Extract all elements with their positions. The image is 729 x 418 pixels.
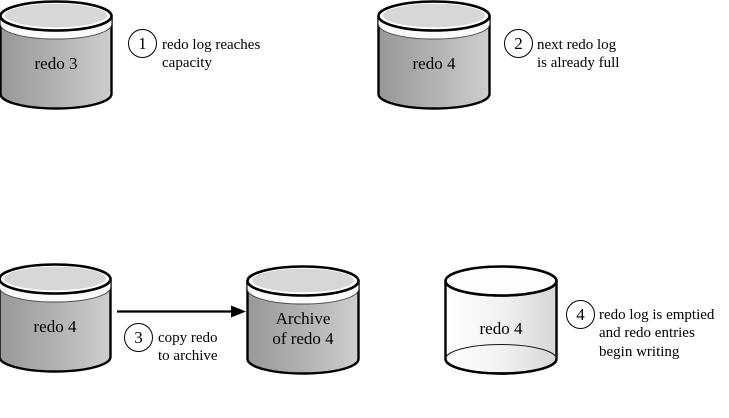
cylinder-label-line: of redo 4 bbox=[272, 329, 334, 348]
step-1-note: redo log reaches capacity bbox=[162, 36, 260, 73]
cylinder-label: Archive of redo 4 bbox=[246, 301, 360, 357]
note-line: capacity bbox=[162, 55, 212, 72]
database-cylinder-full-icon bbox=[246, 265, 360, 375]
cylinder-redo-4-empty: redo 4 bbox=[444, 265, 558, 375]
step-1-badge: 1 bbox=[128, 29, 157, 58]
note-line: begin writing bbox=[599, 343, 680, 360]
cylinder-redo-4-source: redo 4 bbox=[0, 263, 112, 373]
note-line: is already full bbox=[537, 55, 620, 72]
cylinder-redo-3: redo 3 bbox=[0, 0, 113, 110]
step-4-badge: 4 bbox=[566, 300, 595, 329]
step-4-note: redo log is emptied and redo entries beg… bbox=[599, 306, 714, 361]
note-line: next redo log bbox=[537, 37, 617, 53]
step-2-note: next redo log is already full bbox=[537, 36, 619, 73]
note-line: and redo entries bbox=[599, 325, 695, 342]
note-line: redo log is emptied bbox=[599, 307, 715, 323]
cylinder-label: redo 4 bbox=[479, 319, 523, 338]
cylinder-label: redo 4 bbox=[33, 317, 77, 336]
database-cylinder-full-icon bbox=[0, 0, 113, 110]
cylinder-archive-of-redo-4: Archive of redo 4 bbox=[246, 265, 360, 375]
cylinder-label-line: Archive bbox=[275, 309, 331, 328]
step-3-note: copy redo to archive bbox=[158, 329, 218, 366]
database-cylinder-full-icon bbox=[377, 0, 491, 110]
database-cylinder-full-icon bbox=[0, 263, 112, 373]
cylinder-label: redo 4 bbox=[412, 54, 456, 73]
note-line: to archive bbox=[158, 348, 218, 365]
step-2-badge: 2 bbox=[504, 29, 533, 58]
note-line: redo log reaches bbox=[162, 37, 261, 53]
note-line: copy redo bbox=[158, 330, 218, 346]
step-3-badge: 3 bbox=[124, 323, 153, 352]
cylinder-redo-4-full: redo 4 bbox=[377, 0, 491, 110]
cylinder-label: redo 3 bbox=[34, 54, 78, 73]
database-cylinder-empty-icon bbox=[444, 265, 558, 375]
copy-arrow-icon bbox=[117, 305, 246, 318]
